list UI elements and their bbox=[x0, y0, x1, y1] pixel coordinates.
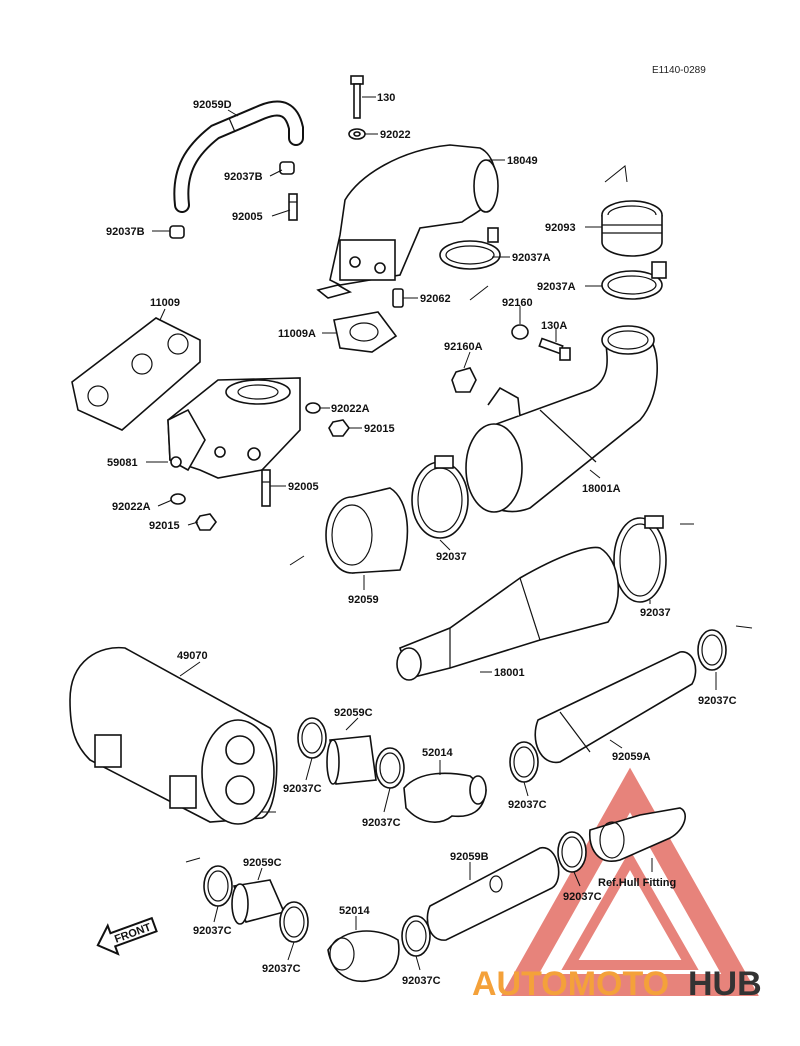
label-92037C-bottom-2: 92037C bbox=[262, 963, 301, 975]
clamp-92037C-bottom-1 bbox=[203, 865, 233, 907]
clamp-92037C-muffler-1 bbox=[297, 717, 327, 759]
label-59081: 59081 bbox=[107, 457, 138, 469]
label-92015-upper: 92015 bbox=[364, 423, 395, 435]
coupler-92093 bbox=[601, 200, 663, 257]
label-92037B-upper: 92037B bbox=[224, 171, 263, 183]
label-11009: 11009 bbox=[150, 297, 180, 309]
label-92037C-muffler-2: 92037C bbox=[362, 817, 401, 829]
clamp-92037-right bbox=[613, 515, 667, 603]
label-92005-upper: 92005 bbox=[232, 211, 263, 223]
label-92015-lower: 92015 bbox=[149, 520, 180, 532]
label-52014-lower: 52014 bbox=[339, 905, 370, 917]
label-92037C-mid: 92037C bbox=[508, 799, 547, 811]
label-92022A-lower: 92022A bbox=[112, 501, 151, 513]
label-92005-lower: 92005 bbox=[288, 481, 319, 493]
hose-92059B bbox=[426, 847, 560, 941]
label-92037C-bottom-4: 92037C bbox=[563, 891, 602, 903]
label-ref-hull-fitting: Ref.Hull Fitting bbox=[598, 877, 676, 889]
label-92037B-lower: 92037B bbox=[106, 226, 145, 238]
label-92037C-bottom-3: 92037C bbox=[402, 975, 441, 987]
label-49070: 49070 bbox=[177, 650, 208, 662]
diagram-code: E1140-0289 bbox=[652, 65, 706, 76]
label-92059: 92059 bbox=[348, 594, 379, 606]
label-92059D: 92059D bbox=[193, 99, 232, 111]
clamp-92037C-bottom-4 bbox=[557, 831, 587, 873]
label-92160A: 92160A bbox=[444, 341, 483, 353]
clamp-92037C-muffler-2 bbox=[375, 747, 405, 789]
label-92037A-lower: 92037A bbox=[537, 281, 576, 293]
bolt-130A bbox=[538, 337, 571, 361]
label-92037-left: 92037 bbox=[436, 551, 467, 563]
collar-92160 bbox=[511, 324, 529, 340]
hull-fitting bbox=[589, 807, 686, 862]
hose-92059A bbox=[534, 651, 697, 764]
label-92037A-upper: 92037A bbox=[512, 252, 551, 264]
label-52014-upper: 52014 bbox=[422, 747, 453, 759]
label-18049: 18049 bbox=[507, 155, 538, 167]
collar-92160A bbox=[451, 367, 477, 393]
leader-lines bbox=[146, 96, 753, 971]
label-92037-right: 92037 bbox=[640, 607, 671, 619]
label-92037C-muffler-1: 92037C bbox=[283, 783, 322, 795]
label-11009A: 11009A bbox=[278, 328, 316, 340]
label-92160: 92160 bbox=[502, 297, 533, 309]
label-130: 130 bbox=[377, 92, 395, 104]
label-130A: 130A bbox=[541, 320, 567, 332]
washer-92022 bbox=[348, 128, 366, 140]
nut-92015-upper bbox=[328, 419, 350, 437]
hose-92059C-upper bbox=[326, 735, 377, 785]
chamber-18001A bbox=[465, 325, 658, 513]
manifold-59081 bbox=[167, 377, 301, 479]
label-92059C-lower: 92059C bbox=[243, 857, 282, 869]
muffler-49070 bbox=[69, 646, 278, 825]
clamp-92037B-upper bbox=[279, 161, 295, 175]
nipple-92005-lower bbox=[261, 469, 271, 507]
watermark-part1: AUTOMOTO bbox=[472, 965, 669, 1003]
label-92062: 92062 bbox=[420, 293, 451, 305]
clamp-92037C-mid bbox=[509, 741, 539, 783]
gasket-11009 bbox=[71, 317, 201, 431]
label-92037C-bottom-1: 92037C bbox=[193, 925, 232, 937]
watermark-logo bbox=[501, 767, 759, 996]
washer-92022A-lower bbox=[170, 493, 186, 505]
elbow-52014-upper bbox=[403, 772, 487, 823]
nipple-92005-upper bbox=[288, 193, 298, 221]
clamp-92037A-lower bbox=[601, 261, 667, 300]
clamp-92037C-bottom-2 bbox=[279, 901, 309, 943]
label-92022: 92022 bbox=[380, 129, 411, 141]
watermark-part2: HUB bbox=[688, 965, 762, 1003]
label-92037C-right: 92037C bbox=[698, 695, 737, 707]
label-92022A-upper: 92022A bbox=[331, 403, 370, 415]
gasket-11009A bbox=[333, 311, 398, 353]
washer-92022A-upper bbox=[305, 402, 321, 414]
coupler-92059 bbox=[325, 487, 409, 574]
clamp-92037-left bbox=[411, 455, 469, 539]
clamp-92037C-right bbox=[697, 629, 727, 671]
watermark-text: AUTOMOTO HUB bbox=[472, 965, 762, 1003]
clamp-92037A-upper bbox=[439, 227, 501, 270]
bolt-92062 bbox=[392, 288, 404, 308]
bolt-130 bbox=[350, 75, 364, 119]
elbow-52014-lower bbox=[327, 930, 400, 982]
pipe-18001 bbox=[396, 546, 620, 681]
elbow-18049 bbox=[316, 144, 499, 299]
label-92059C-upper: 92059C bbox=[334, 707, 373, 719]
label-18001: 18001 bbox=[494, 667, 525, 679]
label-18001A: 18001A bbox=[582, 483, 621, 495]
label-92059B: 92059B bbox=[450, 851, 489, 863]
hose-92059D bbox=[173, 100, 304, 213]
nut-92015-lower bbox=[195, 513, 217, 531]
clamp-92037B-lower bbox=[169, 225, 185, 239]
clamp-92037C-bottom-3 bbox=[401, 915, 431, 957]
hose-92059C-lower bbox=[231, 879, 286, 925]
label-92059A: 92059A bbox=[612, 751, 651, 763]
label-92093: 92093 bbox=[545, 222, 576, 234]
front-arrow: FRONT bbox=[96, 916, 158, 956]
